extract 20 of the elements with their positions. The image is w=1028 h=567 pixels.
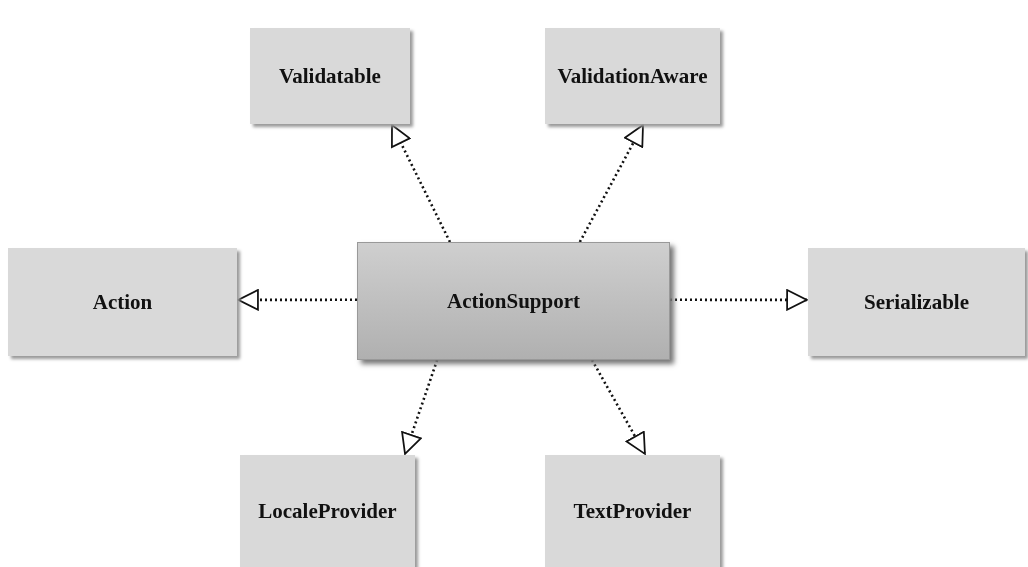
arrow <box>590 359 647 455</box>
class-name: ValidationAware <box>557 63 708 89</box>
interface-box <box>8 248 237 356</box>
interface-box <box>545 455 720 567</box>
class-box-highlighted <box>357 242 670 360</box>
interface-box <box>808 248 1025 356</box>
arrow <box>401 359 439 455</box>
interface-box <box>240 455 415 567</box>
arrow <box>237 289 357 311</box>
arrow <box>578 124 645 243</box>
interface-box <box>545 28 720 124</box>
arrow <box>390 124 452 243</box>
arrow <box>670 289 808 311</box>
class-name: Action <box>92 289 153 315</box>
class-name: ActionSupport <box>447 288 580 314</box>
class-name: Serializable <box>864 289 969 315</box>
interface-box <box>250 28 410 124</box>
class-name: LocaleProvider <box>258 498 397 524</box>
class-name: TextProvider <box>573 498 692 524</box>
class-name: Validatable <box>279 63 381 89</box>
